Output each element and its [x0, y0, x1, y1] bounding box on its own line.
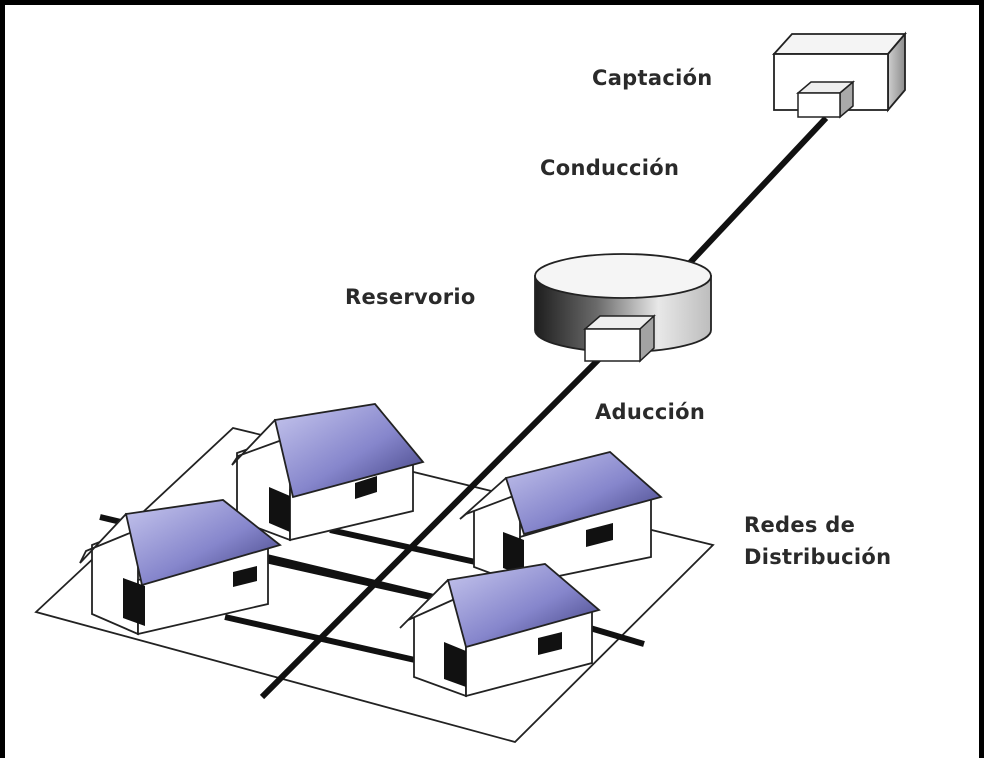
reservorio-label: Reservorio — [345, 285, 476, 309]
redes-label-line1: Redes de — [744, 513, 856, 537]
house — [79, 499, 282, 636]
conduccion-label: Conducción — [540, 156, 680, 180]
captacion-label: Captación — [592, 66, 713, 90]
reservorio-tank — [534, 253, 712, 363]
house — [399, 563, 601, 698]
redes-label-line2: Distribución — [744, 545, 892, 569]
distribution-pipe — [329, 527, 481, 566]
aduccion-pipe — [259, 342, 616, 700]
aduccion-label: Aducción — [595, 400, 706, 424]
captacion-structure — [771, 31, 907, 119]
house — [231, 403, 425, 542]
distribution-pipe — [589, 625, 645, 647]
distribution-pipe — [264, 557, 436, 601]
